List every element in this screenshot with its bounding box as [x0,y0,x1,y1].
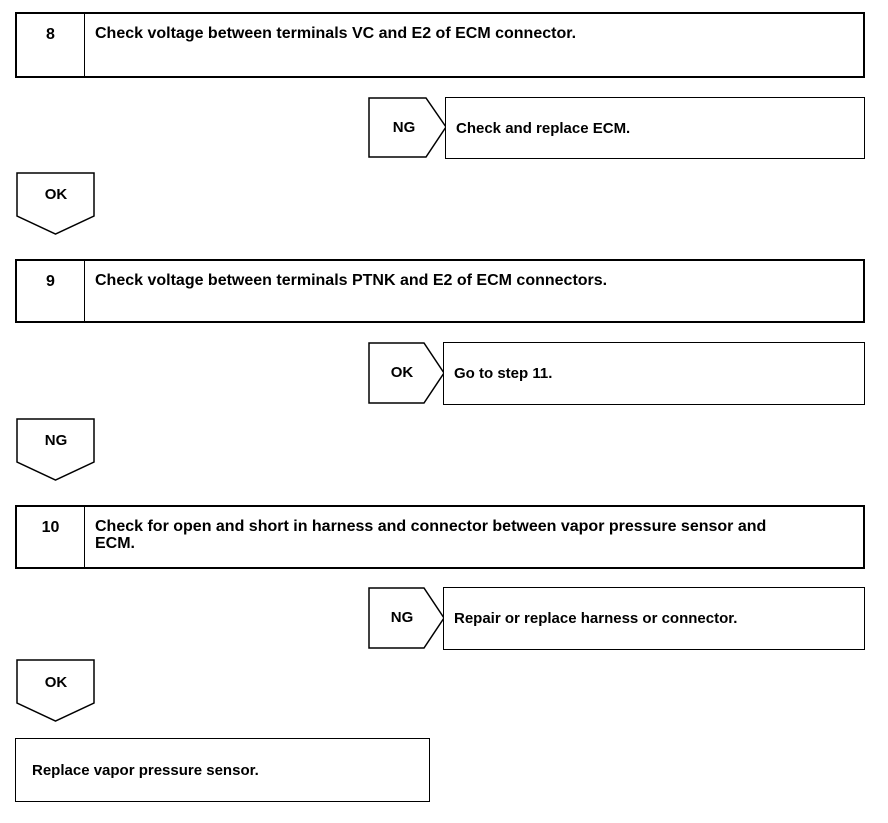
result-go-to-step-11: Go to step 11. [443,342,865,405]
down-ok-1-label: OK [44,186,68,203]
branch-ng-3-arrow [368,587,445,649]
branch-ng-3-label: NG [390,609,414,626]
branch-ng-1-arrow [368,97,447,158]
step-10-box: 10 Check for open and short in harness a… [15,505,865,569]
step-8-text: Check voltage between terminals VC and E… [95,25,577,42]
step-10-number: 10 [17,507,85,567]
result-repair-replace-harness: Repair or replace harness or connector. [443,587,865,650]
branch-ng-1-label: NG [392,119,416,136]
branch-ok-2-arrow [368,342,445,404]
step-10-text: Check for open and short in harness and … [95,518,767,552]
down-ng-label: NG [44,432,68,449]
down-ok-2-label: OK [44,674,68,691]
result-check-replace-ecm: Check and replace ECM. [445,97,865,159]
branch-ok-2-label: OK [390,364,414,381]
step-9-number: 9 [17,261,85,321]
down-ng-arrow [16,418,95,481]
final-replace-vapor-pressure-sensor: Replace vapor pressure sensor. [15,738,430,802]
down-ok-1-arrow [16,172,95,235]
step-9-box: 9 Check voltage between terminals PTNK a… [15,259,865,323]
step-8-box: 8 Check voltage between terminals VC and… [15,12,865,78]
step-9-text: Check voltage between terminals PTNK and… [95,272,608,289]
step-8-number: 8 [17,14,85,76]
down-ok-2-arrow [16,659,95,722]
